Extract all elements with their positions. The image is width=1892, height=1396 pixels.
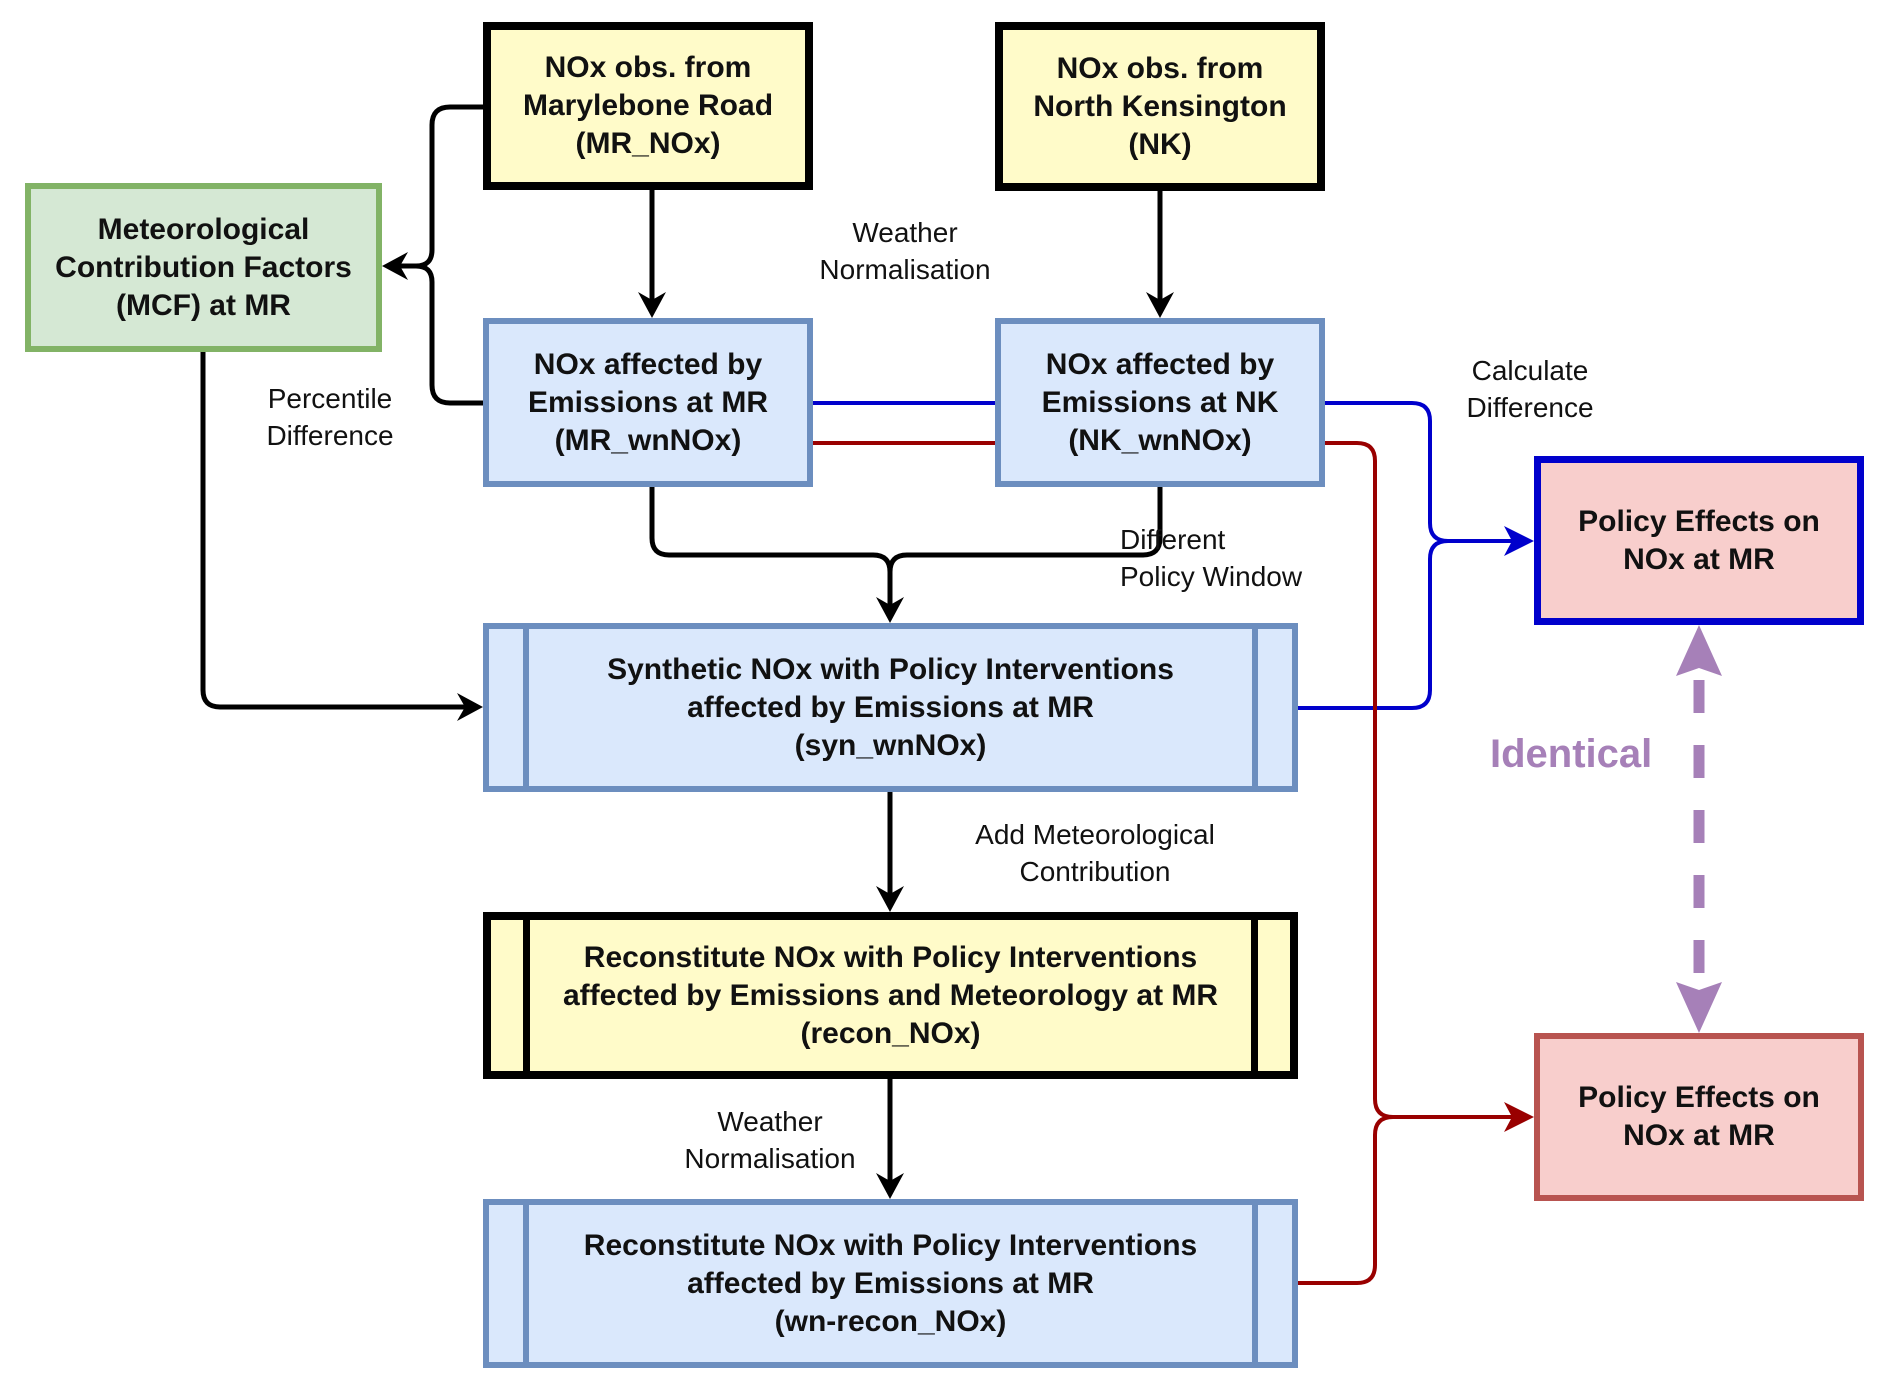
process-bar-right (1252, 629, 1258, 786)
process-bar-left (523, 920, 530, 1071)
process-bar-right (1251, 920, 1258, 1071)
edge-red-wnrecon-to-policy (1298, 1115, 1394, 1285)
node-policy-effects-red: Policy Effects on NOx at MR (1534, 1033, 1864, 1201)
node-nk-wn: NOx affected by Emissions at NK (NK_wnNO… (995, 318, 1325, 487)
arrowhead (638, 292, 666, 318)
blue-arrowhead (1504, 526, 1534, 556)
node-policy-effects-blue: Policy Effects on NOx at MR (1534, 456, 1864, 625)
edge-blue-syn-to-policy (1298, 539, 1449, 710)
arrowhead (457, 693, 483, 721)
arrowhead (876, 886, 904, 912)
label-calculate-difference: Calculate Difference (1466, 355, 1594, 423)
arrowhead (382, 252, 408, 280)
edge-mrobs-to-mcf (395, 104, 483, 269)
node-recon-text: Reconstitute NOx with Policy Interventio… (562, 940, 1219, 1050)
edge-mcf-to-syn (200, 352, 465, 710)
edge-mrwn-to-syn (649, 487, 893, 605)
label-identical: Identical (1490, 732, 1653, 776)
edge-red-nk-to-policy (1325, 441, 1515, 1119)
node-mcf-text: Meteorological Contribution Factors (MCF… (55, 212, 352, 322)
node-policy-effects-blue-text: Policy Effects on NOx at MR (1578, 504, 1820, 576)
node-nk-wn-text: NOx affected by Emissions at NK (NK_wnNO… (1041, 347, 1279, 457)
process-bar-left (523, 1205, 529, 1362)
identical-arrowhead-down (1676, 982, 1722, 1033)
arrowhead (876, 1173, 904, 1199)
identical-arrowhead-up (1676, 625, 1722, 676)
blue-edges (813, 401, 1515, 710)
label-weather-normalisation-top: Weather Normalisation (819, 217, 991, 285)
node-wn-recon: Reconstitute NOx with Policy Interventio… (483, 1199, 1298, 1368)
arrowhead (876, 597, 904, 623)
node-syn-wn-text: Synthetic NOx with Policy Interventions … (607, 652, 1174, 762)
black-edges (200, 104, 1163, 1182)
edge-nkwn-to-syn (887, 487, 1163, 573)
label-percentile-difference: Percentile Difference (266, 383, 394, 451)
label-add-meteorological-contribution: Add Meteorological Contribution (975, 819, 1215, 887)
node-wn-recon-text: Reconstitute NOx with Policy Interventio… (583, 1228, 1198, 1338)
node-syn-wn: Synthetic NOx with Policy Interventions … (483, 623, 1298, 792)
label-different-policy-window: Different Policy Window (1120, 524, 1303, 592)
process-bar-right (1252, 1205, 1258, 1362)
node-mr-wn: NOx affected by Emissions at MR (MR_wnNO… (483, 318, 813, 487)
node-mr-wn-text: NOx affected by Emissions at MR (MR_wnNO… (527, 347, 769, 457)
node-mcf: Meteorological Contribution Factors (MCF… (25, 183, 382, 352)
node-mr-obs-text: NOx obs. from Marylebone Road (MR_NOx) (522, 51, 774, 160)
node-nk-obs: NOx obs. from North Kensington (NK) (995, 22, 1325, 191)
edge-mrwn-to-mcf (415, 263, 483, 406)
arrowhead (1146, 292, 1174, 318)
label-weather-normalisation-bottom: Weather Normalisation (684, 1106, 856, 1174)
node-policy-effects-red-text: Policy Effects on NOx at MR (1578, 1081, 1820, 1152)
node-nk-obs-text: NOx obs. from North Kensington (NK) (1033, 51, 1287, 161)
node-recon: Reconstitute NOx with Policy Interventio… (483, 912, 1298, 1079)
red-arrowhead (1504, 1102, 1534, 1132)
red-edges (813, 441, 1515, 1285)
process-bar-left (523, 629, 529, 786)
node-mr-obs: NOx obs. from Marylebone Road (MR_NOx) (483, 22, 813, 190)
black-arrowheads (382, 252, 1174, 1199)
